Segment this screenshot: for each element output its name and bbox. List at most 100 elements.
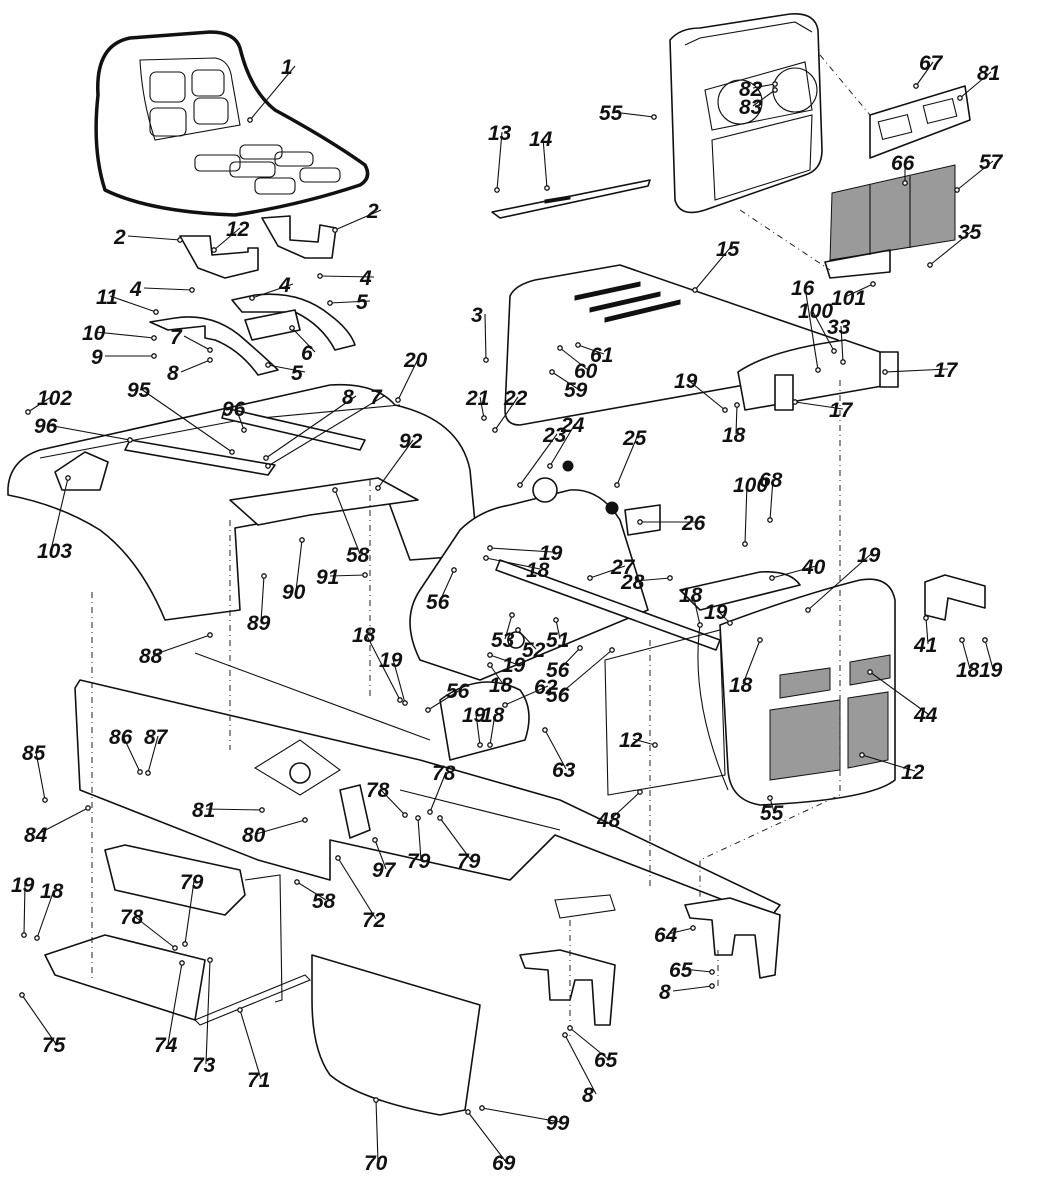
part-callout-19: 19 [979,659,1003,682]
leader-line-73 [205,959,211,1065]
hardware-point-41 [923,615,929,621]
hardware-point-18 [487,742,493,748]
hardware-point-79 [182,941,188,947]
hardware-point-96 [241,427,247,433]
part-callout-63: 63 [552,759,576,782]
leader-line-19 [475,713,481,746]
hardware-point-75 [19,992,25,998]
frame [74,652,781,919]
hardware-point-56 [425,707,431,713]
hardware-point-12 [652,742,658,748]
hardware-point-2 [177,237,183,243]
hardware-point-81 [957,95,963,101]
hardware-point-55 [767,795,773,801]
part-callout-4: 4 [359,267,372,290]
leader-line-13 [496,131,503,191]
hardware-point-19 [727,620,733,626]
part-callout-22: 22 [503,387,528,410]
part-callout-19: 19 [11,874,35,897]
hardware-point-9 [151,353,157,359]
part-callout-12: 12 [901,761,925,784]
leader-line-18 [489,664,504,685]
part-callout-78: 78 [432,762,456,785]
leader-line-81 [205,808,263,811]
hardware-point-26 [637,519,643,525]
part-callout-17: 17 [934,359,959,382]
plate-14 [491,179,651,219]
leader-line-1 [249,65,296,121]
part-callout-97: 97 [372,859,397,882]
dash-plate [869,85,971,159]
hardware-point-58 [294,879,300,885]
part-callout-56: 56 [546,684,570,707]
hardware-point-18 [734,402,740,408]
hardware-point-61 [575,342,581,348]
leader-line-79 [439,817,472,861]
part-callout-6: 6 [301,342,313,365]
part-callout-75: 75 [42,1034,66,1057]
leader-line-11 [109,295,157,313]
hardware-point-40 [769,575,775,581]
part-callout-18: 18 [729,674,753,697]
part-callout-16: 16 [791,277,815,300]
hardware-point-79 [437,815,443,821]
leader-line-99 [481,1107,561,1123]
leader-line-17 [884,368,949,373]
part-callout-4: 4 [278,274,291,297]
part-callout-18: 18 [40,880,64,903]
hardware-point-8 [562,1032,568,1038]
hardware-point-101 [870,281,876,287]
leader-line-6 [291,327,316,353]
leader-line-78 [429,771,447,813]
leader-line-16 [804,286,819,371]
hardware-point-78 [172,945,178,951]
leader-line-12 [213,227,241,251]
part-callout-78: 78 [120,906,144,929]
hardware-point-25 [614,482,620,488]
part-callout-20: 20 [403,349,428,372]
leader-line-53 [504,614,513,640]
leader-line-59 [551,371,579,390]
bracket-41 [924,574,986,621]
part-callout-8: 8 [582,1084,594,1107]
part-callout-74: 74 [154,1034,178,1057]
part-callout-18: 18 [722,424,746,447]
hardware-point-13 [494,187,500,193]
part-callout-18: 18 [679,584,703,607]
leader-line-88 [152,634,211,656]
leader-line-8 [265,395,357,459]
hardware-point-48 [637,789,643,795]
hardware-point-12 [859,752,865,758]
leader-line-22 [494,396,519,431]
part-callout-55: 55 [760,802,784,825]
part-callout-44: 44 [913,704,938,727]
part-callout-13: 13 [488,122,512,145]
leader-line-65 [569,1027,609,1060]
hardware-point-10 [151,335,157,341]
part-callout-91: 91 [316,566,339,589]
part-callout-57: 57 [979,151,1004,174]
hardware-point-58 [332,487,338,493]
hardware-point-96 [127,437,133,443]
leader-line-12 [861,754,916,772]
part-callout-78: 78 [366,779,390,802]
leader-line-90 [295,539,303,592]
hardware-point-87 [145,770,151,776]
part-callout-71: 71 [247,1069,270,1092]
dash-panel [409,460,801,681]
leader-line-35 [929,230,973,266]
hardware-point-18 [397,697,403,703]
leader-line-100 [744,483,748,545]
part-callout-11: 11 [96,286,118,309]
leader-line-62 [504,685,549,706]
leader-line-102 [27,396,52,413]
leader-line-18 [36,889,55,939]
hardware-point-15 [692,287,698,293]
foot-rest [44,844,311,1026]
part-callout-5: 5 [356,291,368,314]
leader-line-56 [439,569,455,602]
part-callout-58: 58 [312,890,336,913]
part-callout-7: 7 [170,326,183,349]
leader-line-4 [143,287,193,291]
leader-line-75 [21,994,57,1045]
